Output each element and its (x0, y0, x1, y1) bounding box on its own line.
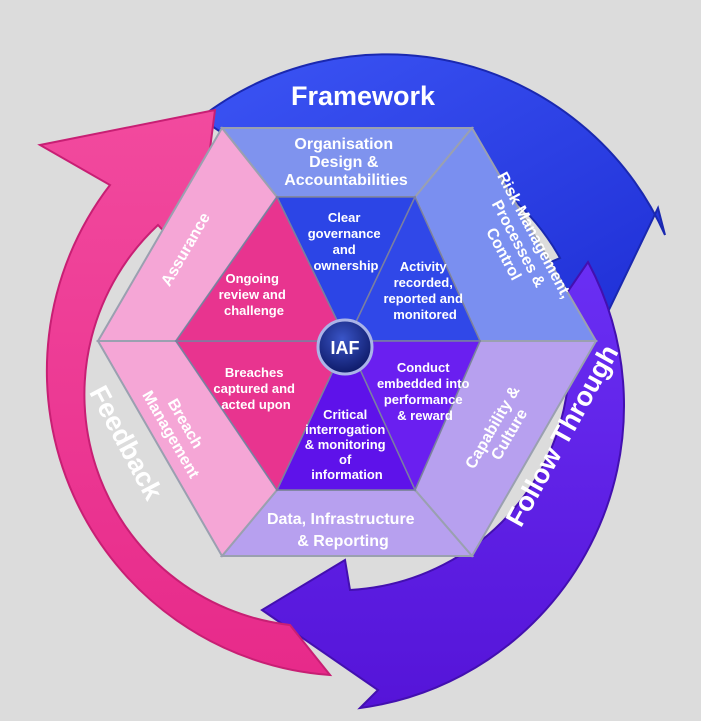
inner-ongoing-review (174, 195, 349, 342)
organisation-design-label: Organisation Design & Accountabilities (284, 136, 408, 189)
iaf-hub (316, 318, 374, 376)
data-infrastructure-label: Data, Infrastructure & Reporting (267, 511, 419, 550)
follow-through-arrow (260, 260, 625, 710)
conduct-embedded-label: Conduct embedded into performance & rewa… (377, 360, 473, 423)
feedback-arrow (37, 108, 333, 677)
clear-governance-label: Clear governance and ownership (308, 210, 385, 273)
ongoing-review-label: Ongoing review and challenge (219, 271, 290, 318)
inner-hexagon (174, 195, 482, 492)
outer-hexagon (96, 126, 598, 558)
framework-label: Framework (291, 81, 436, 111)
cycle-arrows (37, 53, 666, 710)
breaches-captured-label: Breaches captured and acted upon (213, 365, 298, 412)
iaf-hub-label: IAF (331, 338, 360, 358)
critical-interrogation-label: Critical interrogation & monitoring of i… (305, 407, 390, 482)
activity-recorded-label: Activity recorded, reported and monitore… (383, 259, 466, 322)
